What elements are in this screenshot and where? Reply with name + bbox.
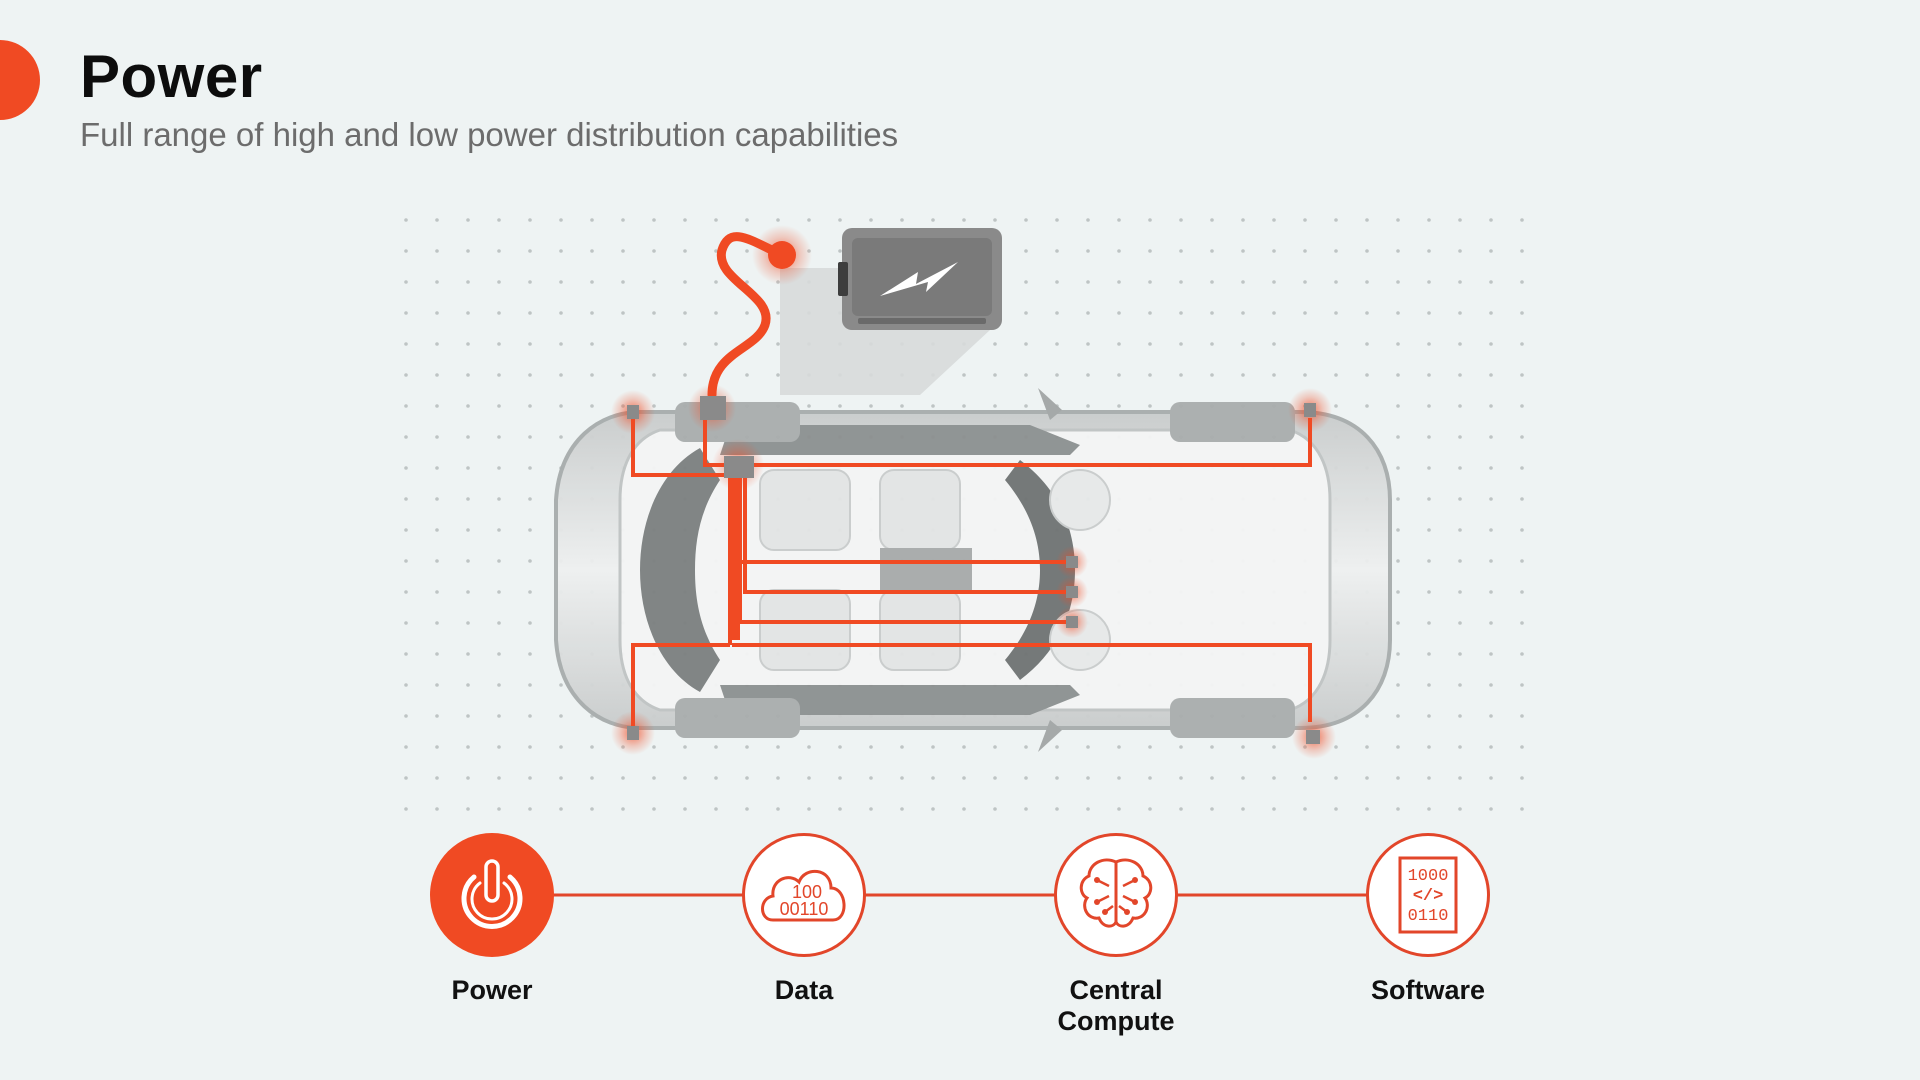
code-text-3: 0110 — [1408, 907, 1449, 926]
car-top-view — [554, 388, 1392, 752]
wiring-harness — [631, 398, 1312, 728]
power-cable — [707, 232, 787, 400]
step-power-button[interactable] — [430, 833, 554, 957]
code-text-2: </> — [1413, 887, 1444, 906]
lightning-bolt-icon — [880, 262, 958, 296]
connectors — [611, 384, 1336, 759]
cloud-data-text-2: 00110 — [780, 899, 829, 919]
power-icon — [461, 859, 523, 929]
step-data-button[interactable]: 100 00110 — [742, 833, 866, 957]
step-central-compute-button[interactable] — [1054, 833, 1178, 957]
battery-icon — [838, 228, 1002, 330]
page-title: Power — [80, 43, 263, 110]
brain-chip-icon — [1079, 858, 1153, 928]
cloud-data-text-1: 100 — [792, 882, 822, 902]
cloud-data-icon: 100 00110 — [761, 870, 846, 922]
page-subtitle: Full range of high and low power distrib… — [80, 116, 899, 153]
code-text-1: 1000 — [1408, 867, 1449, 886]
code-document-icon: 1000 </> 0110 — [1398, 856, 1458, 934]
step-software-button[interactable]: 1000 </> 0110 — [1366, 833, 1490, 957]
